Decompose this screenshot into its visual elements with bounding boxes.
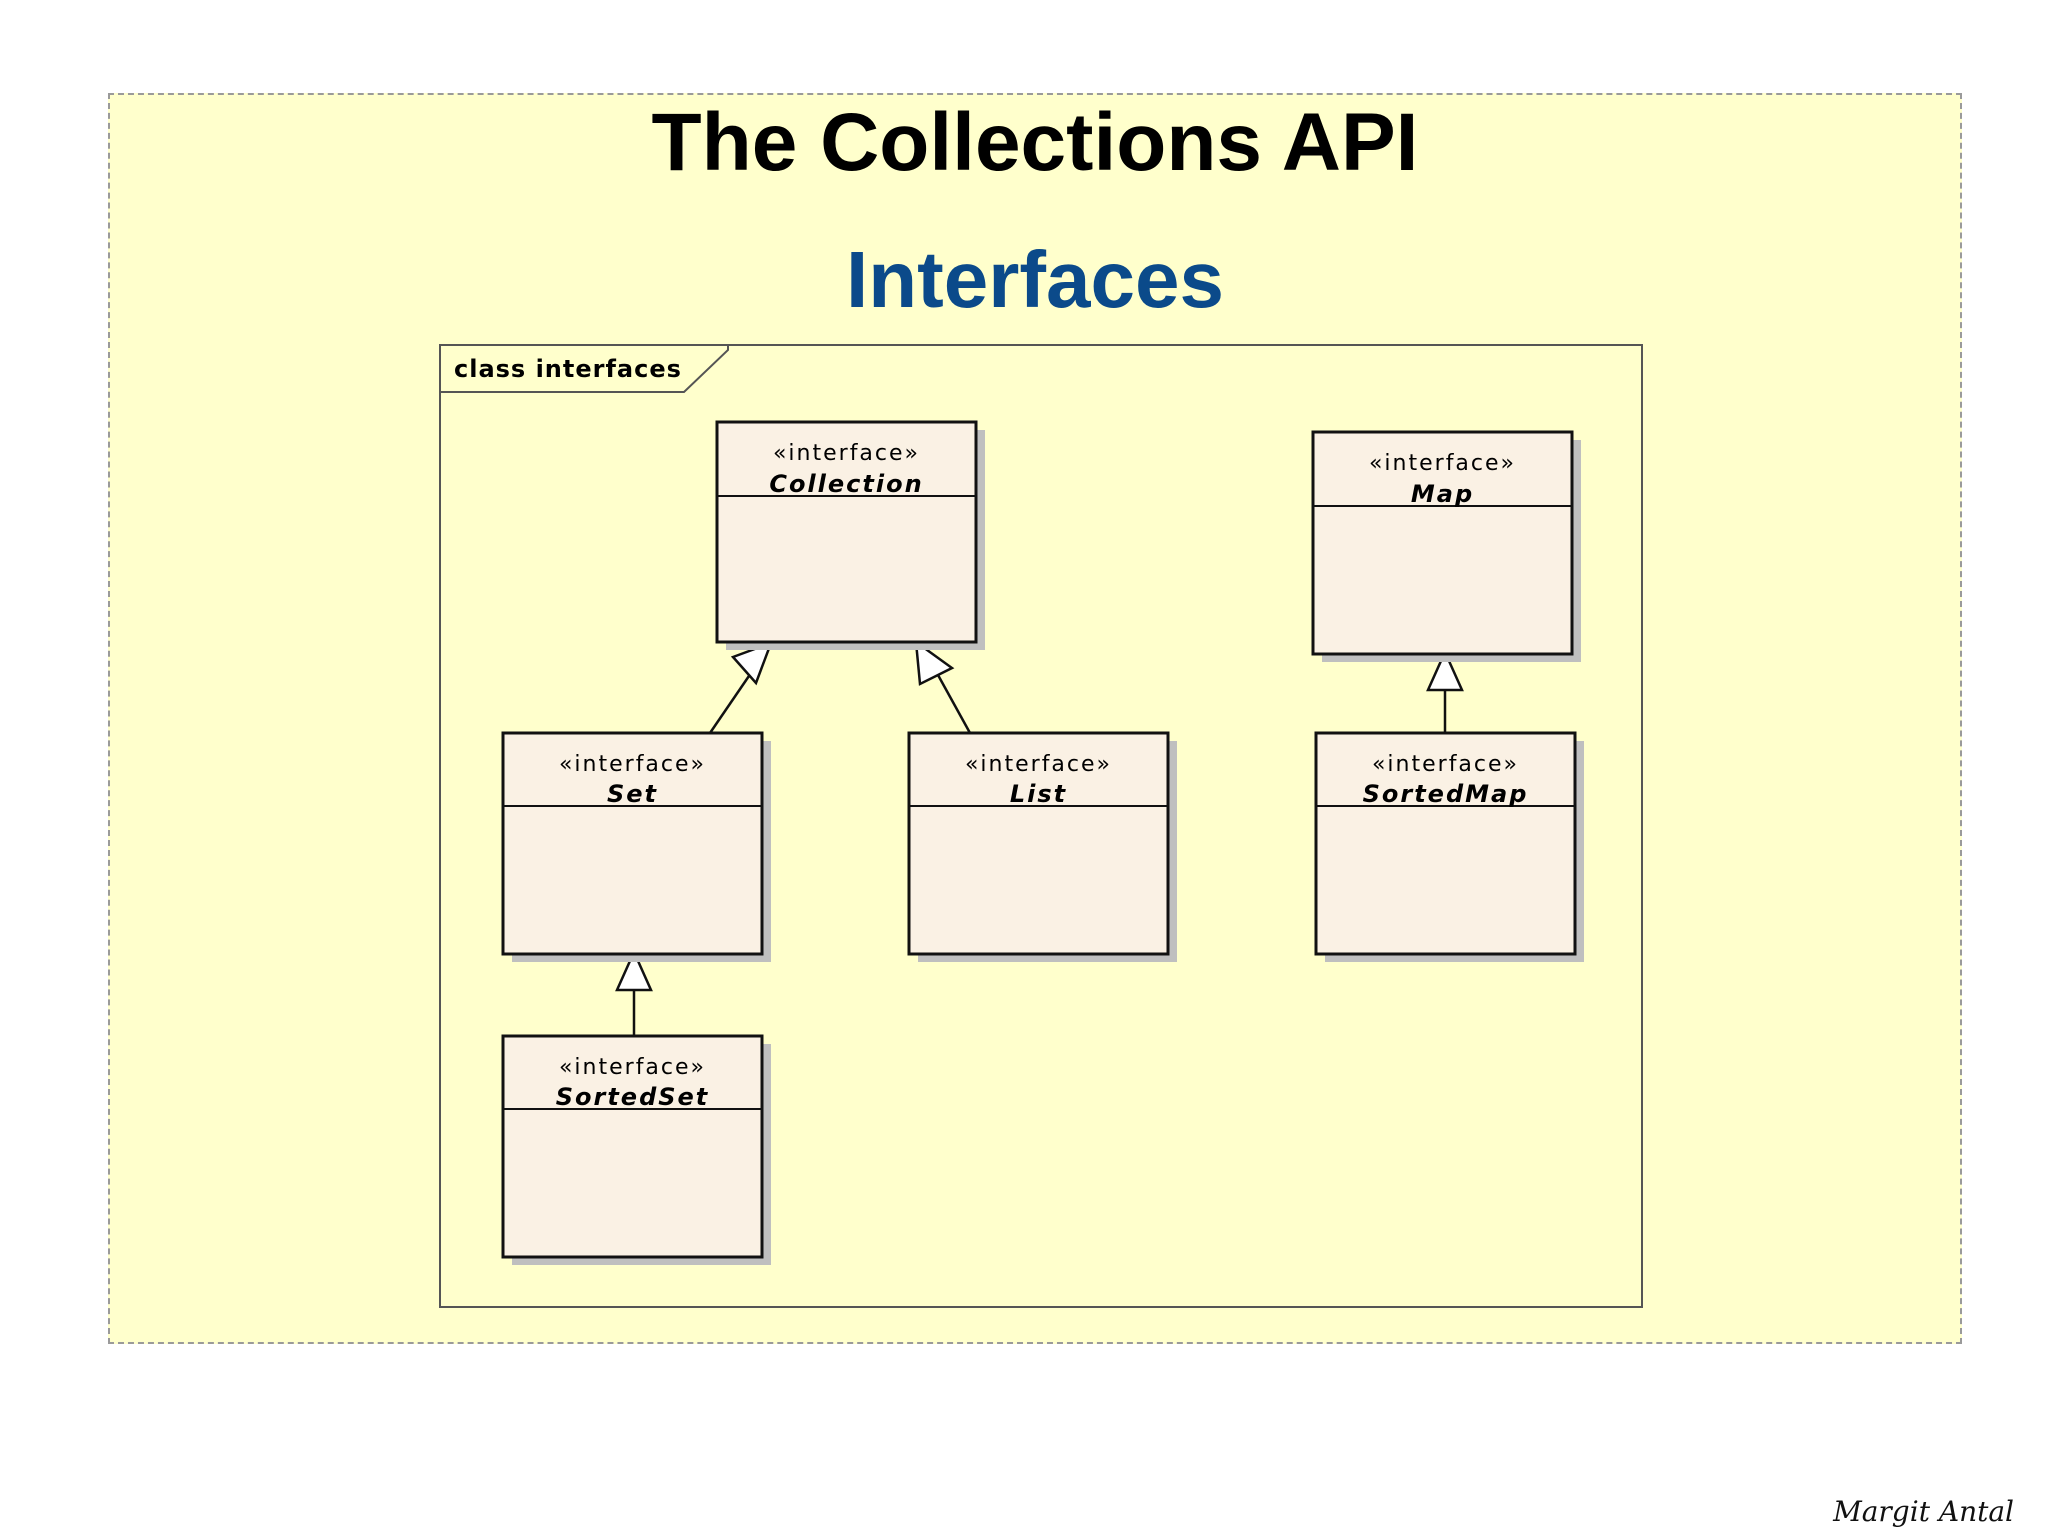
diagram-frame [439,344,1643,1308]
frame-label: class interfaces [454,355,682,383]
class-sortedset-name: SortedSet [556,1083,710,1111]
class-set-stereotype: «interface» [559,752,706,777]
class-map-name: Map [1411,480,1474,508]
class-list: «interface» List [907,731,1177,962]
class-sortedmap-name: SortedMap [1363,780,1529,808]
generalization-sortedset-set [615,948,653,1036]
generalization-set-collection [708,640,774,734]
class-sortedmap-stereotype: «interface» [1372,752,1519,777]
class-set: «interface» Set [501,731,771,962]
class-collection: «interface» Collection [715,420,985,650]
class-list-name: List [1010,780,1067,808]
class-list-stereotype: «interface» [965,752,1112,777]
author-signature: Margit Antal [1833,1495,2014,1528]
slide-subtitle: Interfaces [846,235,1224,324]
class-collection-stereotype: «interface» [773,441,920,466]
frame-label-tab [439,344,729,393]
generalization-sortedmap-map [1426,648,1464,733]
class-map: «interface» Map [1311,430,1581,662]
class-set-name: Set [607,780,658,808]
class-collection-name: Collection [769,470,923,498]
class-sortedset-stereotype: «interface» [559,1055,706,1080]
slide-background [108,93,1962,1344]
class-sortedset: «interface» SortedSet [501,1034,771,1265]
slide-title: The Collections API [651,97,1419,188]
class-map-stereotype: «interface» [1369,451,1516,476]
generalization-lines [615,639,1464,1036]
generalization-list-collection [914,639,972,734]
class-sortedmap: «interface» SortedMap [1314,731,1584,962]
